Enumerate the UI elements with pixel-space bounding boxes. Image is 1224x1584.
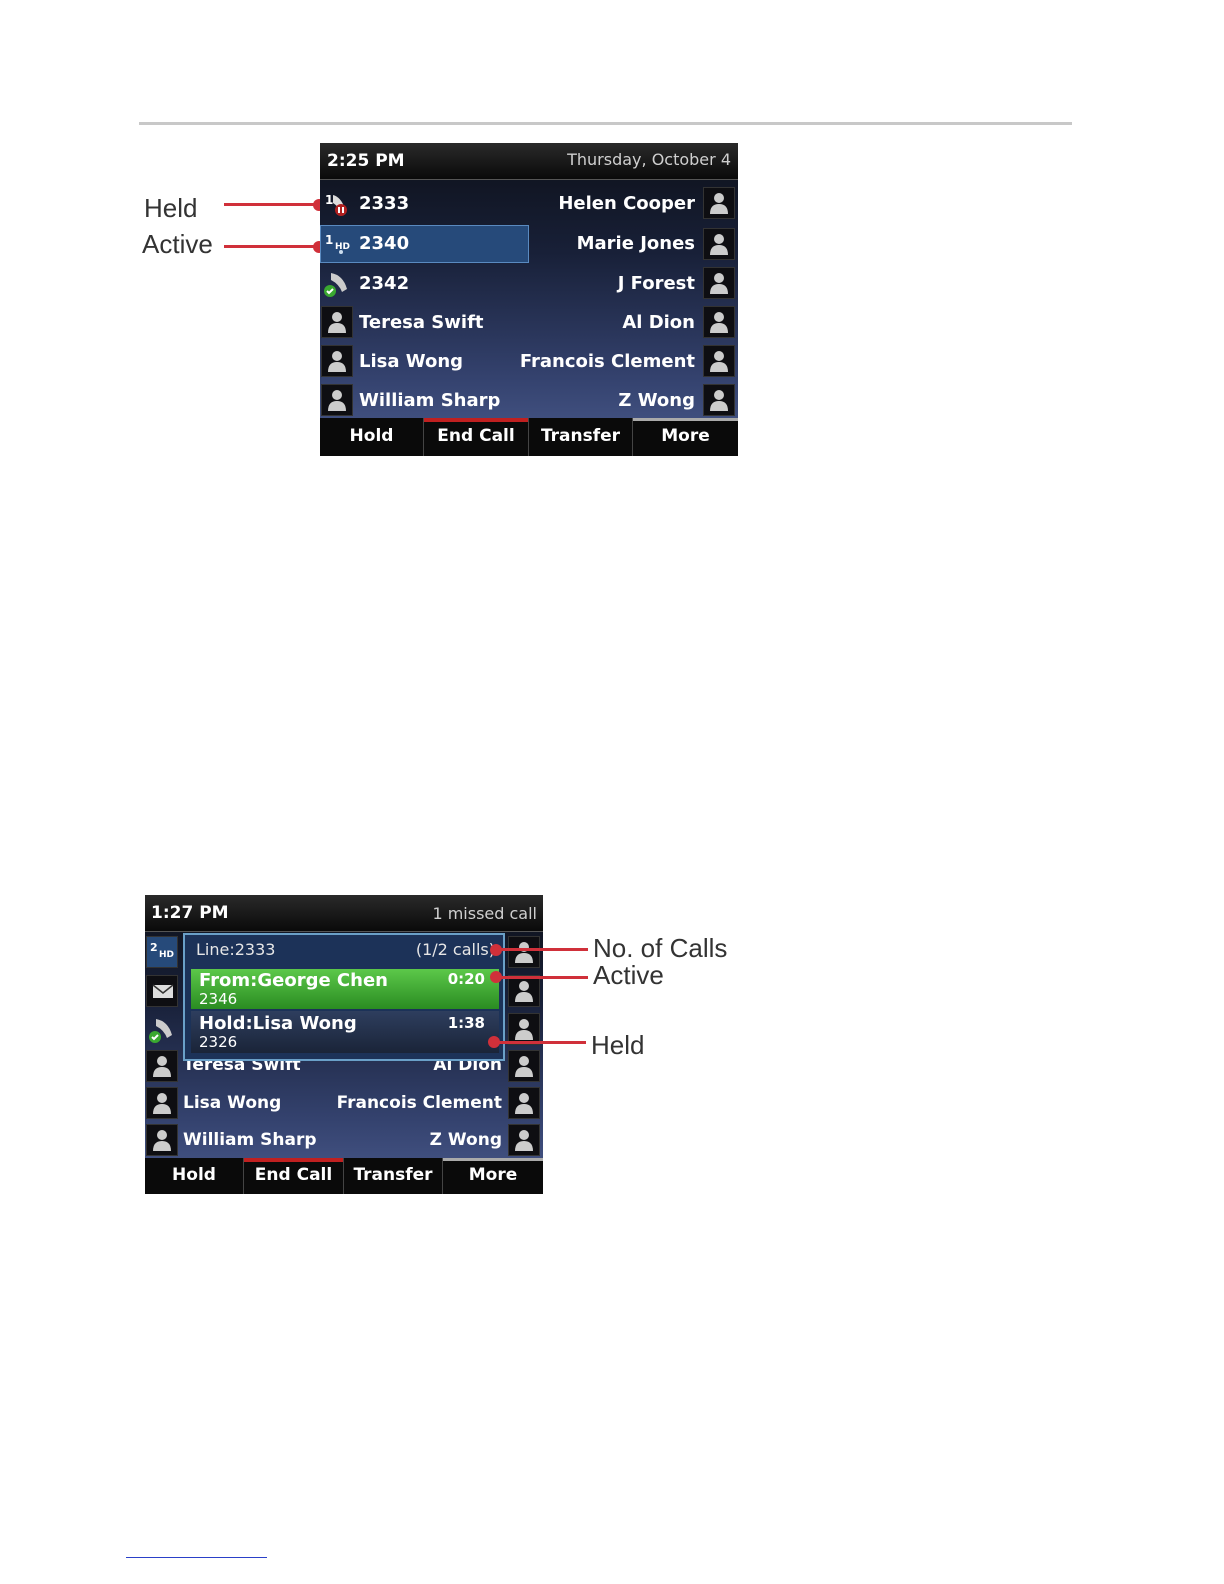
contact-william-sharp[interactable]: William Sharp: [359, 390, 501, 411]
contact-al-dion[interactable]: Al Dion: [622, 312, 695, 333]
callout-active-line: [224, 245, 318, 248]
hold-softkey[interactable]: Hold: [145, 1158, 244, 1194]
contact-icon: [508, 1050, 540, 1082]
svg-text:1: 1: [325, 193, 333, 207]
contact-row[interactable]: Lisa Wong Francois Clement: [320, 343, 738, 379]
contact-z-wong[interactable]: Z Wong: [429, 1130, 502, 1150]
contact-francois-clement[interactable]: Francois Clement: [519, 351, 695, 372]
callout-held-line: [224, 203, 318, 206]
active-call-item[interactable]: From:George Chen 0:20 2346: [191, 969, 499, 1009]
contact-icon: [703, 345, 735, 377]
contact-row[interactable]: Lisa Wong Francois Clement: [145, 1087, 543, 1123]
contact-row[interactable]: William Sharp Z Wong: [320, 382, 738, 418]
contact-icon: [146, 1087, 178, 1119]
held-call-number: 2326: [199, 1033, 238, 1051]
active-call-number: 2346: [199, 990, 238, 1008]
phone-screen-lines: 2:25 PM Thursday, October 4 1 2333 Helen…: [320, 143, 738, 456]
contact-row[interactable]: William Sharp Z Wong: [145, 1124, 543, 1160]
contact-icon: [508, 936, 540, 968]
contact-icon: [703, 306, 735, 338]
end-call-softkey[interactable]: End Call: [244, 1158, 344, 1194]
contact-lisa-wong[interactable]: Lisa Wong: [359, 351, 464, 372]
contact-icon: [508, 1124, 540, 1156]
svg-text:1: 1: [325, 233, 333, 247]
held-call-duration: 1:38: [447, 1014, 485, 1032]
contact-icon: [321, 306, 353, 338]
contact-helen-cooper[interactable]: Helen Cooper: [558, 193, 695, 214]
hold-softkey[interactable]: Hold: [320, 418, 424, 456]
held-call-item[interactable]: Hold:Lisa Wong 1:38 2326: [191, 1011, 499, 1053]
popup-line-label: Line:2333: [196, 940, 276, 959]
envelope-icon[interactable]: [146, 975, 178, 1007]
contact-francois-clement[interactable]: Francois Clement: [336, 1093, 502, 1113]
active-line-highlight: [320, 225, 529, 263]
line-key-2333[interactable]: 1 2333 Helen Cooper: [320, 185, 738, 221]
svg-text:HD: HD: [335, 242, 350, 252]
line-number-2342: 2342: [359, 273, 410, 294]
held-handset-icon: 1: [321, 187, 353, 219]
contact-z-wong[interactable]: Z Wong: [618, 390, 695, 411]
callout-held-line-2: [494, 1041, 586, 1044]
registered-handset-icon: [321, 267, 353, 299]
svg-text:HD: HD: [159, 950, 174, 960]
line-key-2342[interactable]: 2342 J Forest: [320, 265, 738, 301]
contact-lisa-wong[interactable]: Lisa Wong: [183, 1093, 282, 1113]
contact-marie-jones[interactable]: Marie Jones: [576, 233, 695, 254]
popup-call-count: (1/2 calls): [415, 940, 495, 959]
transfer-softkey[interactable]: Transfer: [529, 418, 633, 456]
callout-calls-line: [496, 948, 588, 951]
contact-icon: [508, 1013, 540, 1045]
contact-teresa-swift[interactable]: Teresa Swift: [359, 312, 484, 333]
missed-call-status: 1 missed call: [432, 904, 537, 923]
clock: 2:25 PM: [327, 151, 405, 171]
callout-active-label-2: Active: [593, 960, 664, 990]
contact-icon: [703, 187, 735, 219]
held-call-title: Hold:Lisa Wong: [199, 1013, 357, 1034]
svg-text:2: 2: [150, 941, 158, 954]
contact-icon: [703, 228, 735, 260]
contact-row[interactable]: Teresa Swift Al Dion: [320, 304, 738, 340]
header-rule: [139, 122, 1072, 125]
callout-active-line-2: [496, 976, 588, 979]
footer-link-underline[interactable]: [126, 1557, 267, 1558]
softkey-bar: Hold End Call Transfer More: [320, 418, 738, 456]
callout-held-label-2: Held: [591, 1030, 645, 1060]
active-call-duration: 0:20: [447, 970, 485, 988]
contact-icon: [146, 1124, 178, 1156]
end-call-softkey[interactable]: End Call: [424, 418, 529, 456]
contact-icon: [146, 1050, 178, 1082]
more-softkey[interactable]: More: [443, 1158, 543, 1194]
transfer-softkey[interactable]: Transfer: [344, 1158, 443, 1194]
date: Thursday, October 4: [567, 150, 731, 169]
active-call-title: From:George Chen: [199, 970, 388, 991]
contact-icon: [703, 384, 735, 416]
calls-popup: Line:2333 (1/2 calls) From:George Chen 0…: [183, 933, 505, 1061]
contact-william-sharp[interactable]: William Sharp: [183, 1130, 317, 1150]
contact-j-forest[interactable]: J Forest: [617, 273, 695, 294]
status-bar: 2:25 PM Thursday, October 4: [320, 143, 738, 180]
status-bar: 1:27 PM 1 missed call: [145, 895, 543, 932]
callout-calls-label: No. of Calls: [593, 933, 728, 963]
clock: 1:27 PM: [151, 903, 229, 923]
softkey-bar: Hold End Call Transfer More: [145, 1158, 543, 1194]
contact-icon: [321, 345, 353, 377]
contact-icon: [508, 975, 540, 1007]
line-number-2340: 2340: [359, 233, 410, 254]
more-softkey[interactable]: More: [633, 418, 738, 456]
contact-icon: [508, 1087, 540, 1119]
callout-active-label: Active: [142, 229, 213, 259]
registered-handset-icon[interactable]: [146, 1013, 178, 1045]
contact-icon: [321, 384, 353, 416]
callout-held-label: Held: [144, 193, 198, 223]
contact-icon: [703, 267, 735, 299]
line-number-2333: 2333: [359, 193, 410, 214]
